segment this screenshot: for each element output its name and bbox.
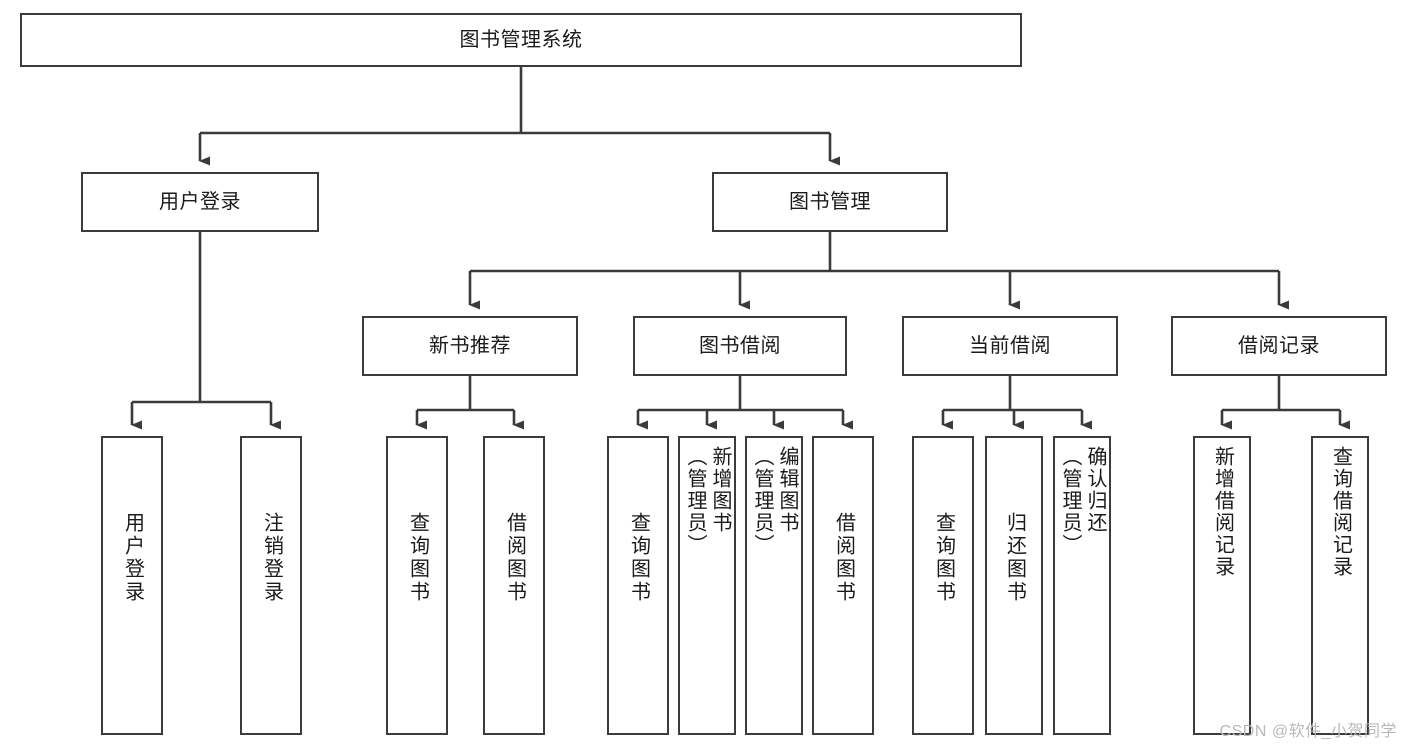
node-label: 查询图书 [627, 512, 650, 604]
node-bookmgmt[interactable]: 图书管理 [712, 172, 948, 232]
node-leaf-5[interactable]: 查询图书 [607, 436, 669, 735]
csdn-watermark: CSDN @软件_小贺同学 [1219, 723, 1397, 740]
node-records[interactable]: 借阅记录 [1171, 316, 1387, 376]
node-label: 图书管理系统 [459, 28, 583, 51]
node-login[interactable]: 用户登录 [81, 172, 319, 232]
node-label: 借阅记录 [1238, 334, 1320, 357]
node-root[interactable]: 图书管理系统 [20, 13, 1022, 67]
node-label: 查询借阅记录 [1329, 446, 1352, 578]
node-borrow[interactable]: 图书借阅 [633, 316, 847, 376]
node-leaf-11[interactable]: 确认归还 （管理员） [1053, 436, 1111, 735]
node-newbook[interactable]: 新书推荐 [362, 316, 578, 376]
node-label: 当前借阅 [969, 334, 1051, 357]
node-leaf-3[interactable]: 查询图书 [386, 436, 448, 735]
node-label: 图书管理 [789, 190, 871, 213]
node-label: 归还图书 [1003, 512, 1026, 604]
node-label: 注销登录 [260, 512, 283, 604]
node-label: 新增图书 （管理员） [684, 446, 731, 556]
node-leaf-7[interactable]: 编辑图书 （管理员） [745, 436, 803, 735]
node-label: 编辑图书 （管理员） [751, 446, 798, 556]
node-leaf-1[interactable]: 用户登录 [101, 436, 163, 735]
node-label: 用户登录 [159, 190, 241, 213]
node-label: 图书借阅 [699, 334, 781, 357]
node-label: 新增借阅记录 [1211, 446, 1234, 578]
node-label: 确认归还 （管理员） [1059, 446, 1106, 556]
node-leaf-10[interactable]: 归还图书 [985, 436, 1043, 735]
node-label: 用户登录 [121, 512, 144, 604]
node-current[interactable]: 当前借阅 [902, 316, 1118, 376]
node-leaf-9[interactable]: 查询图书 [912, 436, 974, 735]
node-leaf-6[interactable]: 新增图书 （管理员） [678, 436, 736, 735]
node-label: 查询图书 [932, 512, 955, 604]
node-leaf-4[interactable]: 借阅图书 [483, 436, 545, 735]
node-label: 查询图书 [406, 512, 429, 604]
node-leaf-13[interactable]: 查询借阅记录 [1311, 436, 1369, 735]
node-leaf-8[interactable]: 借阅图书 [812, 436, 874, 735]
node-leaf-12[interactable]: 新增借阅记录 [1193, 436, 1251, 735]
node-label: 借阅图书 [503, 512, 526, 604]
node-label: 新书推荐 [429, 334, 511, 357]
node-leaf-2[interactable]: 注销登录 [240, 436, 302, 735]
node-label: 借阅图书 [832, 512, 855, 604]
